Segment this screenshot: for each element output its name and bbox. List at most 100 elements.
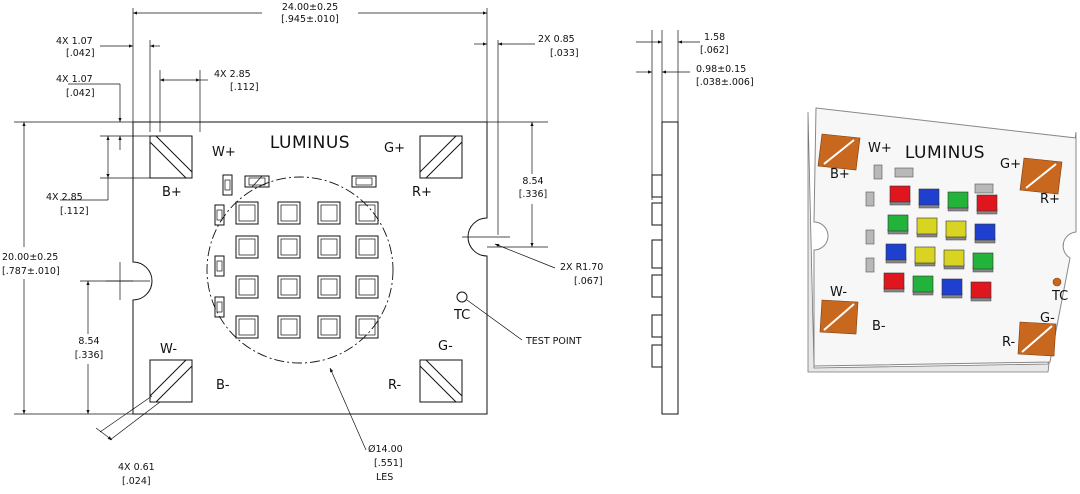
notch-offset-left-dimension-inch: [.336] bbox=[75, 350, 104, 361]
pad-size-x-dimension-inch: [.112] bbox=[230, 82, 259, 93]
iso-led-grid bbox=[883, 185, 998, 302]
pad-top-left bbox=[149, 135, 193, 179]
les-dimension: Ø14.00 bbox=[368, 444, 403, 455]
iso-label-w-plus: W+ bbox=[868, 141, 892, 156]
iso-render: LUMINUS W+ B+ G+ R+ W- B- G- R- TC bbox=[807, 107, 1077, 373]
pad-top-right bbox=[419, 135, 463, 179]
iso-led-red bbox=[976, 194, 998, 215]
notch-radius-dimension: 2X R1.70 bbox=[560, 262, 603, 273]
led-die bbox=[355, 315, 379, 339]
led-die bbox=[277, 315, 301, 339]
pad-gap-dimension-inch: [.024] bbox=[122, 476, 151, 487]
iso-brand-text: LUMINUS bbox=[905, 143, 985, 163]
iso-led-blue bbox=[974, 223, 996, 244]
iso-label-r-plus: R+ bbox=[1040, 192, 1060, 207]
height-dimension: 20.00±0.25 bbox=[2, 252, 58, 263]
led-die bbox=[235, 235, 259, 259]
led-die bbox=[277, 275, 301, 299]
thickness-dimension: 1.58 bbox=[704, 32, 725, 43]
iso-test-point bbox=[1052, 277, 1062, 287]
brand-logo-text: LUMINUS bbox=[270, 133, 350, 153]
iso-led-green bbox=[972, 252, 994, 273]
les-dimension-inch: [.551] bbox=[374, 458, 403, 469]
board-outline bbox=[132, 121, 488, 415]
led-die bbox=[355, 275, 379, 299]
pad-label-w-minus: W- bbox=[160, 342, 177, 357]
board-side-profile bbox=[661, 121, 679, 415]
top-view: 24.00±0.25 [.945±.010] 20.00±0.25 [.787±… bbox=[1, 1, 603, 487]
iso-label-r-minus: R- bbox=[1002, 335, 1016, 350]
test-point-circle bbox=[456, 291, 468, 303]
pad-bottom-left bbox=[149, 359, 193, 403]
smd-components bbox=[214, 174, 377, 318]
test-point-label: TC bbox=[453, 308, 470, 323]
led-die bbox=[235, 201, 259, 225]
iso-label-tc: TC bbox=[1051, 289, 1068, 304]
led-die bbox=[317, 201, 341, 225]
iso-label-b-plus: B+ bbox=[830, 167, 850, 182]
pad-size-y-dimension-inch: [.112] bbox=[60, 206, 89, 217]
led-die-grid bbox=[235, 201, 379, 339]
notch-radius-dimension-inch: [.067] bbox=[574, 276, 603, 287]
pad-label-g-plus: G+ bbox=[384, 141, 405, 156]
width-dimension: 24.00±0.25 bbox=[282, 2, 338, 13]
pad-inset-x-dimension-inch: [.042] bbox=[66, 48, 95, 59]
led-die bbox=[277, 235, 301, 259]
pad-inset-y-dimension-inch: [.042] bbox=[66, 88, 95, 99]
iso-label-w-minus: W- bbox=[830, 285, 847, 300]
iso-label-g-plus: G+ bbox=[1000, 157, 1021, 172]
led-die bbox=[317, 315, 341, 339]
les-circle bbox=[206, 176, 394, 364]
pad-size-x-dimension: 4X 2.85 bbox=[214, 69, 251, 80]
notch-offset-right-dimension: 8.54 bbox=[522, 176, 543, 187]
led-die bbox=[277, 201, 301, 225]
led-die bbox=[317, 235, 341, 259]
iso-led-blue bbox=[941, 278, 963, 299]
les-dimension-label: LES bbox=[376, 472, 393, 483]
pad-label-b-minus: B- bbox=[216, 378, 230, 393]
led-die bbox=[235, 275, 259, 299]
led-die bbox=[317, 275, 341, 299]
iso-led-yellow bbox=[943, 249, 965, 270]
pad-label-w-plus: W+ bbox=[212, 145, 236, 160]
led-die bbox=[235, 315, 259, 339]
pad-bottom-right bbox=[419, 359, 463, 403]
led-height-dimension: 0.98±0.15 bbox=[696, 64, 746, 75]
led-die bbox=[355, 235, 379, 259]
test-point-callout: TEST POINT bbox=[525, 336, 582, 347]
iso-led-blue bbox=[885, 243, 907, 264]
iso-led-yellow bbox=[945, 220, 967, 241]
notch-inset-dimension: 2X 0.85 bbox=[538, 34, 575, 45]
notch-offset-right-dimension-inch: [.336] bbox=[519, 189, 548, 200]
iso-components bbox=[865, 164, 994, 273]
iso-led-red bbox=[889, 185, 911, 206]
iso-label-g-minus: G- bbox=[1040, 311, 1055, 326]
pad-label-b-plus: B+ bbox=[162, 185, 182, 200]
notch-inset-dimension-inch: [.033] bbox=[550, 48, 579, 59]
pad-gap-dimension: 4X 0.61 bbox=[118, 462, 155, 473]
pad-inset-x-dimension: 4X 1.07 bbox=[56, 36, 93, 47]
led-die bbox=[355, 201, 379, 225]
side-view: 1.58 [.062] 0.98±0.15 [.038±.006] bbox=[636, 30, 754, 415]
iso-led-green bbox=[887, 214, 909, 235]
height-dimension-inch: [.787±.010] bbox=[2, 266, 60, 277]
iso-led-green bbox=[947, 191, 969, 212]
iso-led-green bbox=[912, 275, 934, 296]
iso-led-red bbox=[883, 272, 905, 293]
iso-led-yellow bbox=[914, 246, 936, 267]
iso-label-b-minus: B- bbox=[872, 319, 886, 334]
iso-led-yellow bbox=[916, 217, 938, 238]
width-dimension-inch: [.945±.010] bbox=[281, 14, 339, 25]
pad-label-g-minus: G- bbox=[438, 339, 453, 354]
pad-label-r-minus: R- bbox=[388, 378, 402, 393]
pad-label-r-plus: R+ bbox=[412, 185, 432, 200]
led-height-dimension-inch: [.038±.006] bbox=[696, 77, 754, 88]
iso-copper-pads bbox=[817, 133, 1063, 357]
notch-offset-left-dimension: 8.54 bbox=[78, 336, 99, 347]
iso-led-blue bbox=[918, 188, 940, 209]
thickness-dimension-inch: [.062] bbox=[700, 45, 729, 56]
iso-led-red bbox=[970, 281, 992, 302]
side-view-dies bbox=[651, 174, 663, 368]
